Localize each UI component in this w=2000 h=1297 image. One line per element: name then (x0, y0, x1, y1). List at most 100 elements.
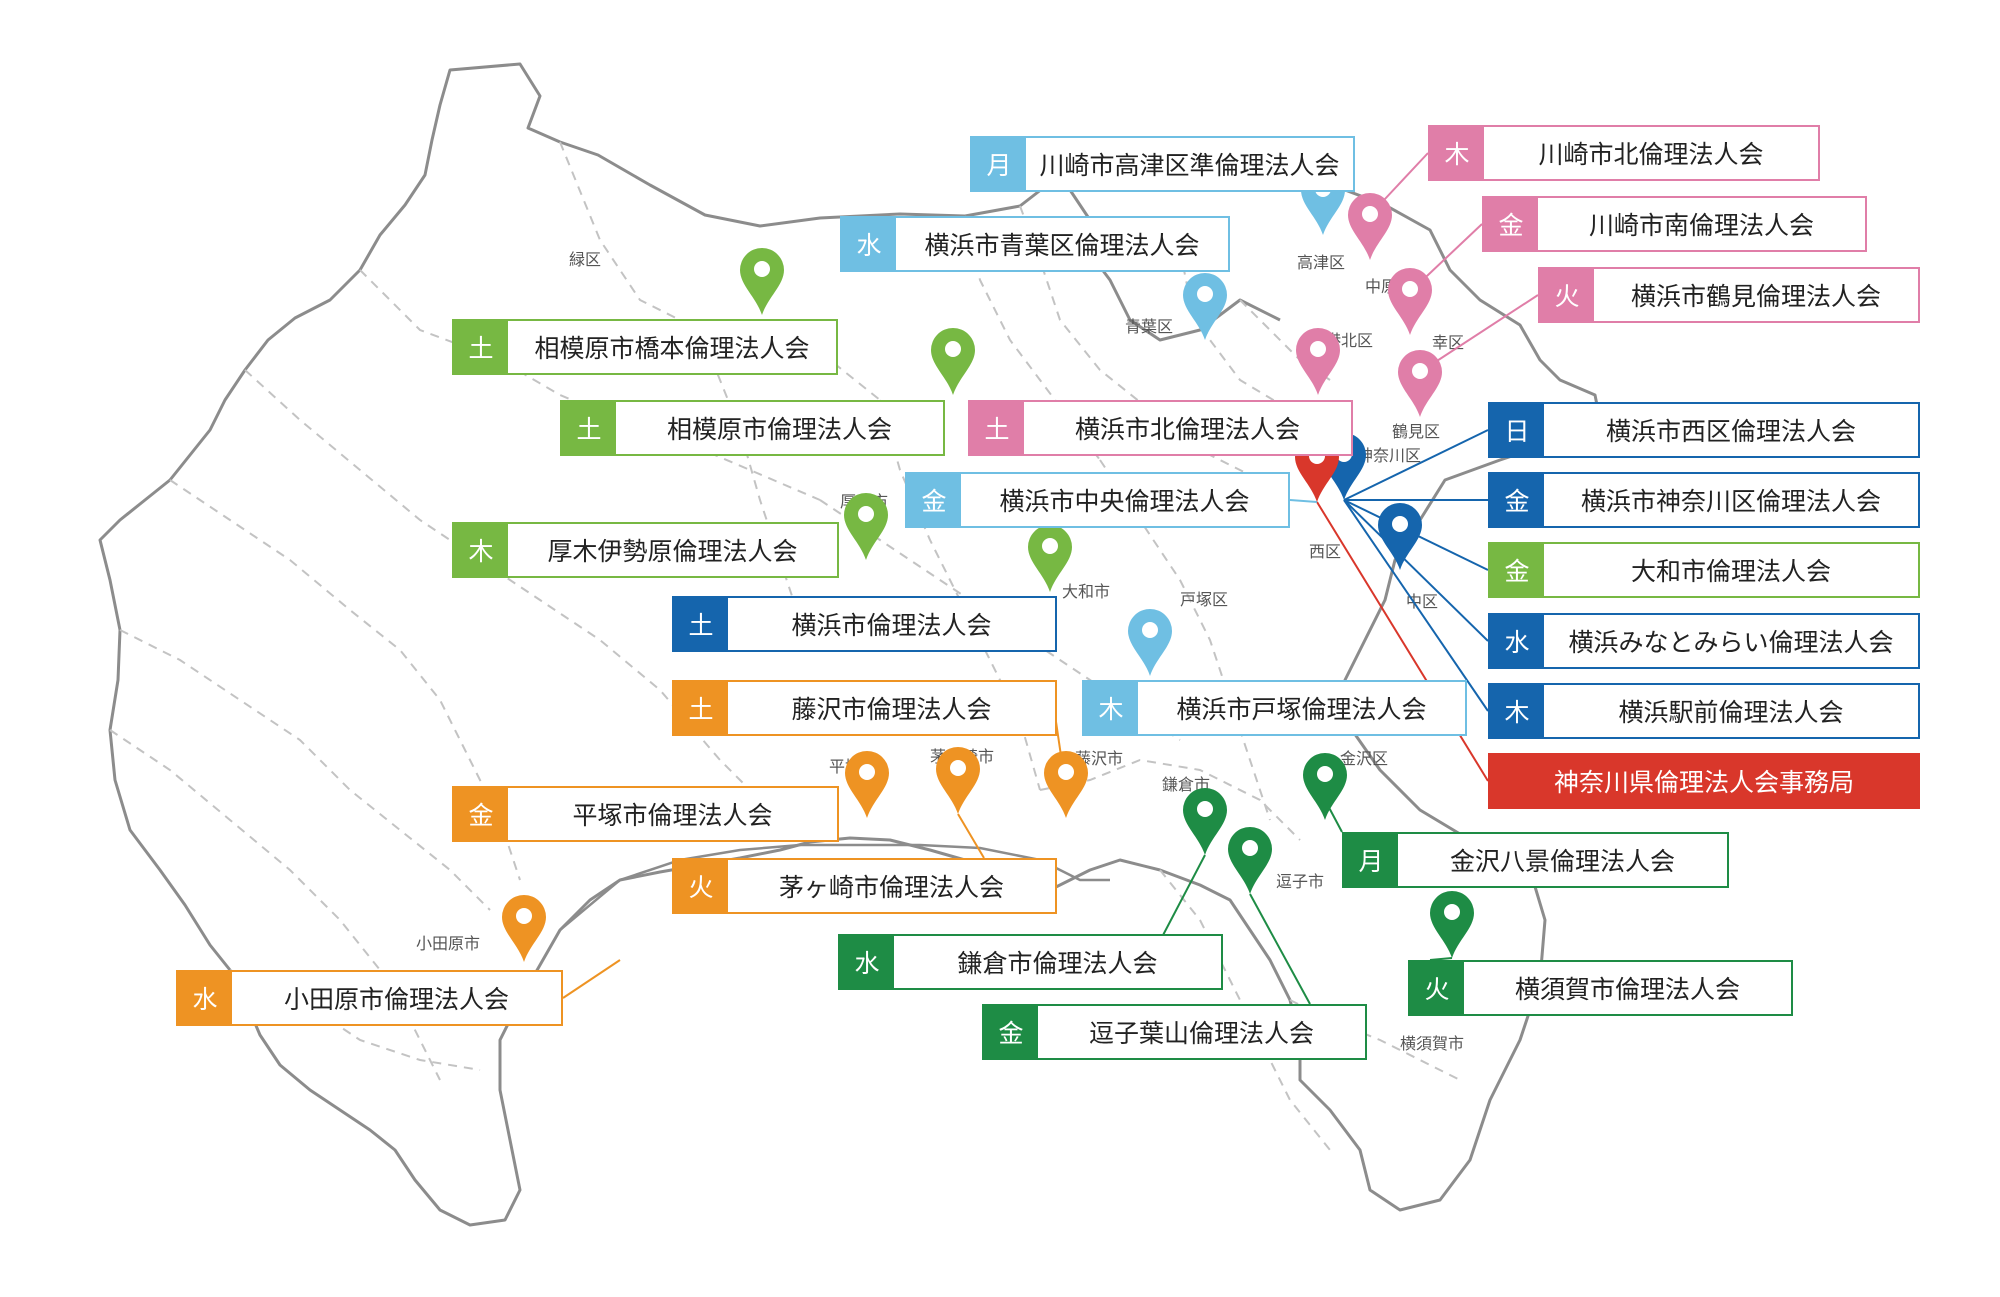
weekday-badge: 火 (674, 860, 728, 912)
weekday-badge: 水 (840, 936, 894, 988)
chapter-label[interactable]: 金横浜市神奈川区倫理法人会 (1488, 472, 1920, 528)
chapter-label[interactable]: 金 横浜市中央倫理法人会 (905, 472, 1290, 528)
map-pin-icon[interactable] (1398, 350, 1442, 417)
place-kanagawa: 神奈川区 (1357, 446, 1421, 465)
place-midori: 緑区 (569, 250, 601, 269)
chapter-label[interactable]: 土 横浜市倫理法人会 (672, 596, 1057, 652)
weekday-badge: 土 (674, 598, 728, 650)
chapter-name: 相模原市倫理法人会 (666, 415, 892, 444)
map-pin-icon[interactable] (844, 493, 888, 560)
chapter-name: 横浜市鶴見倫理法人会 (1630, 282, 1881, 311)
chapter-name: 横浜市中央倫理法人会 (999, 487, 1250, 516)
place-nishi: 西区 (1309, 542, 1341, 561)
chapter-label[interactable]: 水横浜みなとみらい倫理法人会 (1488, 613, 1920, 669)
map-pin-icon[interactable] (1183, 788, 1227, 855)
map-pin-icon[interactable] (1296, 328, 1340, 395)
chapter-label[interactable]: 火横須賀市倫理法人会 (1408, 960, 1793, 1016)
chapter-label[interactable]: 木川崎市北倫理法人会 (1428, 125, 1820, 181)
leader-line (1419, 294, 1539, 373)
map-pin-icon[interactable] (1378, 503, 1422, 570)
leader-line (1343, 499, 1489, 712)
map-pin-icon[interactable] (1128, 609, 1172, 676)
weekday-badge: 金 (454, 788, 508, 840)
weekday-badge: 月 (972, 138, 1026, 190)
chapter-label[interactable]: 水 鎌倉市倫理法人会 (838, 934, 1223, 990)
weekday-badge: 金 (1490, 474, 1544, 526)
weekday-badge: 土 (674, 682, 728, 734)
chapter-label[interactable]: 月 金沢八景倫理法人会 (1342, 832, 1729, 888)
weekday-badge: 木 (1084, 682, 1138, 734)
weekday-badge: 日 (1490, 404, 1544, 456)
chapter-label[interactable]: 木 横浜市戸塚倫理法人会 (1082, 680, 1467, 736)
place-kanazawa: 金沢区 (1340, 749, 1388, 768)
chapter-label[interactable]: 金逗子葉山倫理法人会 (982, 1004, 1367, 1060)
map-pin-icon[interactable] (1044, 751, 1088, 818)
chapter-label[interactable]: 金大和市倫理法人会 (1488, 542, 1920, 598)
chapter-label[interactable]: 金川崎市南倫理法人会 (1482, 196, 1867, 252)
weekday-badge: 月 (1344, 834, 1398, 886)
weekday-badge: 水 (842, 218, 896, 270)
map-pin-icon[interactable] (845, 751, 889, 818)
map-pin-icon[interactable] (1388, 268, 1432, 335)
chapter-name: 川崎市北倫理法人会 (1538, 140, 1764, 169)
place-yamato: 大和市 (1062, 582, 1110, 601)
chapter-name: 相模原市橋本倫理法人会 (534, 334, 810, 363)
map-pin-icon[interactable] (1028, 525, 1072, 592)
place-zushi: 逗子市 (1276, 872, 1324, 891)
leader-line (1343, 499, 1489, 642)
chapter-name: 大和市倫理法人会 (1630, 557, 1831, 586)
place-totsuka: 戸塚区 (1180, 590, 1228, 609)
chapter-label[interactable]: 木横浜駅前倫理法人会 (1488, 683, 1920, 739)
chapter-name: 神奈川県倫理法人会事務局 (1553, 768, 1854, 797)
chapter-name: 横須賀市倫理法人会 (1514, 975, 1740, 1004)
leader-line (1429, 957, 1453, 961)
map-pin-icon[interactable] (1228, 827, 1272, 894)
chapter-label[interactable]: 土相模原市橋本倫理法人会 (452, 319, 838, 375)
chapter-name: 鎌倉市倫理法人会 (957, 949, 1158, 978)
chapter-label[interactable]: 火茅ヶ崎市倫理法人会 (672, 858, 1057, 914)
map-pin-icon[interactable] (1430, 891, 1474, 958)
chapter-label[interactable]: 水小田原市倫理法人会 (176, 970, 563, 1026)
place-fujisawa: 藤沢市 (1075, 749, 1123, 768)
chapter-label[interactable]: 月川崎市高津区準倫理法人会 (970, 136, 1355, 192)
chapter-label[interactable]: 土横浜市北倫理法人会 (968, 400, 1353, 456)
map-pin-icon[interactable] (1303, 753, 1347, 820)
leader-line (1289, 499, 1318, 503)
chapter-name: 横浜市戸塚倫理法人会 (1176, 695, 1427, 724)
chapter-label[interactable]: 金平塚市倫理法人会 (452, 786, 839, 842)
map-pin-icon[interactable] (936, 747, 980, 814)
map-pin-icon[interactable] (740, 248, 784, 315)
chapter-name: 厚木伊勢原倫理法人会 (547, 537, 798, 566)
place-naka: 中区 (1406, 592, 1438, 611)
chapter-label[interactable]: 火 横浜市鶴見倫理法人会 (1538, 267, 1920, 323)
place-tsurumi: 鶴見区 (1392, 422, 1440, 441)
weekday-badge: 金 (984, 1006, 1038, 1058)
place-takatsu: 高津区 (1297, 253, 1345, 272)
leader-line (562, 959, 621, 999)
chapter-name: 横浜みなとみらい倫理法人会 (1568, 628, 1894, 657)
weekday-badge: 木 (1490, 685, 1544, 737)
weekday-badge: 木 (454, 524, 508, 576)
place-aoba: 青葉区 (1125, 317, 1173, 336)
leader-line (957, 813, 985, 859)
chapter-name: 横浜市倫理法人会 (791, 611, 992, 640)
map-pin-icon[interactable] (502, 895, 546, 962)
weekday-badge: 火 (1540, 269, 1594, 321)
chapter-name: 金沢八景倫理法人会 (1449, 847, 1675, 876)
weekday-badge: 土 (562, 402, 616, 454)
weekday-badge: 水 (1490, 615, 1544, 667)
chapter-label[interactable]: 日横浜市西区倫理法人会 (1488, 402, 1920, 458)
weekday-badge: 金 (907, 474, 961, 526)
chapter-label[interactable]: 水横浜市青葉区倫理法人会 (840, 216, 1230, 272)
place-yokosuka: 横須賀市 (1400, 1034, 1464, 1053)
chapter-label[interactable]: 土藤沢市倫理法人会 (672, 680, 1057, 736)
weekday-badge: 土 (970, 402, 1024, 454)
map-pin-icon[interactable] (931, 328, 975, 395)
chapter-label[interactable]: 神奈川県倫理法人会事務局 (1488, 753, 1920, 809)
map-pin-icon[interactable] (1183, 273, 1227, 340)
leader-line (1343, 429, 1489, 501)
chapter-label[interactable]: 土 相模原市倫理法人会 (560, 400, 945, 456)
chapter-label[interactable]: 木 厚木伊勢原倫理法人会 (452, 522, 839, 578)
weekday-badge: 土 (454, 321, 508, 373)
map-pin-icon[interactable] (1348, 193, 1392, 260)
